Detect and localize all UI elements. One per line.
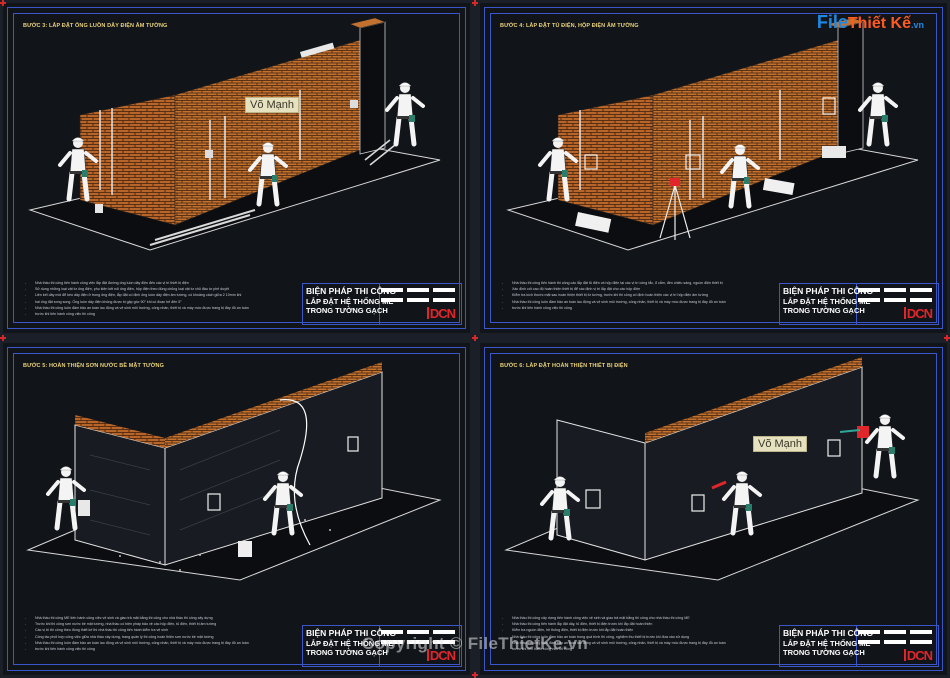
sheet-title: BƯỚC 5: HOÀN THIỆN SƠN NƯỚC BỀ MẶT TƯỜNG <box>23 363 164 369</box>
title-line-3: TRONG TƯỜNG GẠCH <box>306 306 388 315</box>
brand-name: Thiết Kế <box>847 15 911 32</box>
note-line: Nhà thầu thi công tiến hành lắp đặt dây,… <box>502 621 772 627</box>
sheet-frame <box>484 7 943 329</box>
title-line-3: TRONG TƯỜNG GẠCH <box>783 306 865 315</box>
dcn-logo: DCN <box>426 306 456 321</box>
note-line: Nhà thầu thi công tiến hành thi công các… <box>502 280 772 286</box>
note-line: trước khi tiến hành công việc thi công <box>502 305 772 311</box>
registration-mark <box>0 0 6 6</box>
registration-mark <box>472 335 478 341</box>
brand-file: File <box>816 12 848 32</box>
sheet-frame <box>7 7 466 329</box>
filethietke-logo: FileThiết Kế.vn <box>817 12 924 33</box>
note-line: trước khi tiến hành công việc thi công <box>25 311 295 317</box>
illustration-step-4 <box>506 17 919 251</box>
title-block: BIỆN PHÁP THI CÔNG LẮP ĐẶT HỆ THỐNG ME T… <box>779 625 939 667</box>
registration-mark <box>472 0 478 6</box>
note-line: trước khi tiến hành công việc thi công <box>25 646 295 652</box>
title-line-1: BIỆN PHÁP THI CÔNG <box>306 628 397 638</box>
title-line-1: BIỆN PHÁP THI CÔNG <box>306 286 397 296</box>
note-line: Nhà thầu thi công luôn đảm bảo an toàn l… <box>502 640 772 646</box>
construction-notes: Nhà thầu thi công tiến hành thi công các… <box>502 280 772 311</box>
registration-mark <box>472 672 478 678</box>
note-line: Xác định cốt cao độ hoàn thiện thiết bị … <box>502 286 772 292</box>
note-line: trước khi tiến hành công việc thi công <box>502 646 772 652</box>
title-line-2: LẮP ĐẶT HỆ THỐNG ME <box>306 296 394 306</box>
note-line: Nhà thầu thi công ME tiến hành công việc… <box>25 615 295 621</box>
sheet-title: BƯỚC 6: LẮP ĐẶT HOÀN THIỆN THIẾT BỊ ĐIỆN <box>500 363 628 369</box>
title-line-2: LẮP ĐẶT HỆ THỐNG ME <box>783 638 871 648</box>
brand-domain: .vn <box>910 20 924 30</box>
sheet-inner-frame <box>13 13 460 323</box>
note-line: Kiểm tra nguồn điện, hệ thống điện, thiế… <box>502 627 772 633</box>
note-line: hai ống đặt song song. Ống luồn dây điện… <box>25 299 295 305</box>
note-line: Nhà thầu thi công tiến hành công việc lắ… <box>25 280 295 286</box>
registration-mark <box>0 335 6 341</box>
title-line-1: BIỆN PHÁP THI CÔNG <box>783 628 874 638</box>
note-line: Nhà thầu thi công luôn đảm bảo an toàn l… <box>25 305 295 311</box>
illustration-step-3 <box>28 17 441 251</box>
note-line: Kiểm tra kích thước mặt sau hoàn thiện t… <box>502 292 772 298</box>
title-line-2: LẮP ĐẶT HỆ THỐNG ME <box>306 638 394 648</box>
note-line: Các vị trí thi công theo đúng thiết kế t… <box>25 627 295 633</box>
title-block: BIỆN PHÁP THI CÔNG LẮP ĐẶT HỆ THỐNG ME T… <box>302 283 462 325</box>
credit-label: Võ Mạnh <box>753 436 808 452</box>
copyright-watermark: Copyright © FileThietKe.vn <box>361 634 589 653</box>
construction-notes: Nhà thầu thi công tiến hành công việc lắ… <box>25 280 295 317</box>
title-line-3: TRONG TƯỜNG GẠCH <box>783 648 865 657</box>
dcn-logo: DCN <box>903 306 933 321</box>
sheet-inner-frame <box>490 353 937 665</box>
note-line: Nhà thầu thi công luôn đảm bảo an toàn l… <box>502 299 772 305</box>
title-line-2: LẮP ĐẶT HỆ THỐNG ME <box>783 296 871 306</box>
title-block-grid <box>381 286 456 306</box>
note-line: Nhà thầu thi công luôn đảm bảo an toàn t… <box>502 634 772 640</box>
sheet-frame <box>7 347 466 671</box>
note-line: Trước khi thi công sơn nước bề mặt tường… <box>25 621 295 627</box>
sheet-title: BƯỚC 4: LẮP ĐẶT TỦ ĐIỆN, HỘP ĐIỆN ÂM TƯỜ… <box>500 23 639 29</box>
registration-mark <box>944 335 950 341</box>
note-line: Nhà thầu thi công luôn đảm bảo an toàn l… <box>25 640 295 646</box>
note-line: Sử dụng những loại vật tư ống điện, phụ … <box>25 286 295 292</box>
credit-label: Võ Mạnh <box>245 97 300 113</box>
sheet-title: BƯỚC 3: LẮP ĐẶT ỐNG LUỒN DÂY ĐIỆN ÂM TƯỜ… <box>23 23 168 29</box>
note-line: Nhà thầu thi công xây dựng tiến hành côn… <box>502 615 772 621</box>
title-block: BIỆN PHÁP THI CÔNG LẮP ĐẶT HỆ THỐNG ME T… <box>779 283 939 325</box>
note-line: Công tác phối hợp công việc giữa nhà thầ… <box>25 634 295 640</box>
title-block: BIỆN PHÁP THI CÔNG LẮP ĐẶT HỆ THỐNG ME T… <box>302 625 462 667</box>
sheet-frame <box>484 347 943 671</box>
illustration-step-5 <box>26 362 442 581</box>
sheet-inner-frame <box>13 353 460 665</box>
title-line-1: BIỆN PHÁP THI CÔNG <box>783 286 874 296</box>
title-line-3: TRONG TƯỜNG GẠCH <box>306 648 388 657</box>
sheet-inner-frame <box>490 13 937 323</box>
construction-notes: Nhà thầu thi công ME tiến hành công việc… <box>25 615 295 652</box>
title-block-grid <box>381 628 456 648</box>
dcn-logo: DCN <box>903 648 933 663</box>
note-line: Liên kết dây mồi để kéo dây điện ở trong… <box>25 292 295 298</box>
title-block-grid <box>858 628 933 648</box>
title-block-grid <box>858 286 933 306</box>
construction-notes: Nhà thầu thi công xây dựng tiến hành côn… <box>502 615 772 652</box>
dcn-logo: DCN <box>426 648 456 663</box>
illustration-step-6 <box>504 357 920 581</box>
